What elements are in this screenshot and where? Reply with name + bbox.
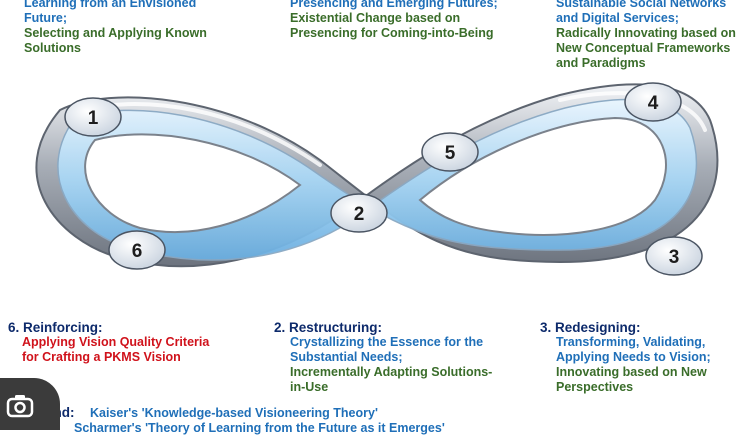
top-right-line-1: Sustainable Social Networks [556, 0, 727, 10]
node-5: 5 [421, 132, 479, 172]
loop-right-hole [418, 116, 667, 236]
node-1: 1 [64, 97, 122, 137]
camera-lens-glyph [6, 395, 34, 418]
node-2: 2 [330, 193, 388, 233]
stage-3-line-3: Innovating based on New [556, 365, 707, 379]
stage-2-line-4: in-Use [290, 380, 329, 394]
top-right-line-5: and Paradigms [556, 56, 646, 70]
top-left-line-3: Selecting and Applying Known [24, 26, 207, 40]
legend-line-2-wrapper: Scharmer's 'Theory of Learning from the … [74, 421, 445, 436]
node-4: 4 [624, 82, 682, 122]
stage-6-line-2: for Crafting a PKMS Vision [22, 350, 181, 364]
stage-3-line-2: Applying Needs to Vision; [556, 350, 711, 364]
stage-6-title: 6. Reinforcing: [8, 320, 103, 335]
stage-2-line-3: Incrementally Adapting Solutions- [290, 365, 493, 379]
top-left-line-4: Solutions [24, 41, 81, 55]
stage-2-title: 2. Restructuring: [274, 320, 383, 335]
top-left-line-1: Learning from an Envisioned [24, 0, 197, 10]
top-left-line-2: Future; [24, 11, 68, 25]
top-middle-line-3: Presencing for Coming-into-Being [290, 26, 494, 40]
loop-left-hole [84, 133, 302, 234]
stage-6-reinforcing: 6. Reinforcing: Applying Vision Quality … [8, 320, 209, 365]
legend-line-2: Scharmer's 'Theory of Learning from the … [74, 421, 445, 435]
node-3-label: 3 [669, 247, 680, 268]
node-6-label: 6 [132, 241, 143, 262]
legend: end: Kaiser's 'Knowledge-based Visioneer… [46, 405, 378, 421]
top-right-line-2: and Digital Services; [556, 11, 679, 25]
stage-3-line-1: Transforming, Validating, [556, 335, 706, 349]
top-middle-line-2: Existential Change based on [290, 11, 461, 25]
top-right-line-3: Radically Innovating based on [556, 26, 736, 40]
top-middle-description: Presencing and Emerging Futures; Existen… [290, 0, 498, 41]
node-2-label: 2 [354, 204, 365, 225]
top-left-description: Learning from an Envisioned Future; Sele… [24, 0, 207, 56]
node-5-label: 5 [445, 143, 456, 164]
node-6: 6 [108, 230, 166, 270]
node-4-label: 4 [648, 93, 659, 114]
stage-6-line-1: Applying Vision Quality Criteria [22, 335, 210, 349]
stage-3-redesigning: 3. Redesigning: Transforming, Validating… [540, 320, 711, 395]
stage-2-line-1: Crystallizing the Essence for the [290, 335, 484, 349]
node-3: 3 [645, 236, 703, 276]
stage-2-line-2: Substantial Needs; [290, 350, 403, 364]
stage-3-line-4: Perspectives [556, 380, 634, 394]
top-middle-line-1: Presencing and Emerging Futures; [290, 0, 498, 10]
legend-line-1: Kaiser's 'Knowledge-based Visioneering T… [89, 406, 378, 420]
stage-3-title: 3. Redesigning: [540, 320, 641, 335]
top-right-line-4: New Conceptual Frameworks [556, 41, 731, 55]
stage-2-restructuring: 2. Restructuring: Crystallizing the Esse… [274, 320, 492, 395]
camera-lens-icon[interactable] [0, 378, 60, 430]
node-1-label: 1 [88, 108, 99, 129]
top-right-description: Sustainable Social Networks and Digital … [556, 0, 736, 71]
